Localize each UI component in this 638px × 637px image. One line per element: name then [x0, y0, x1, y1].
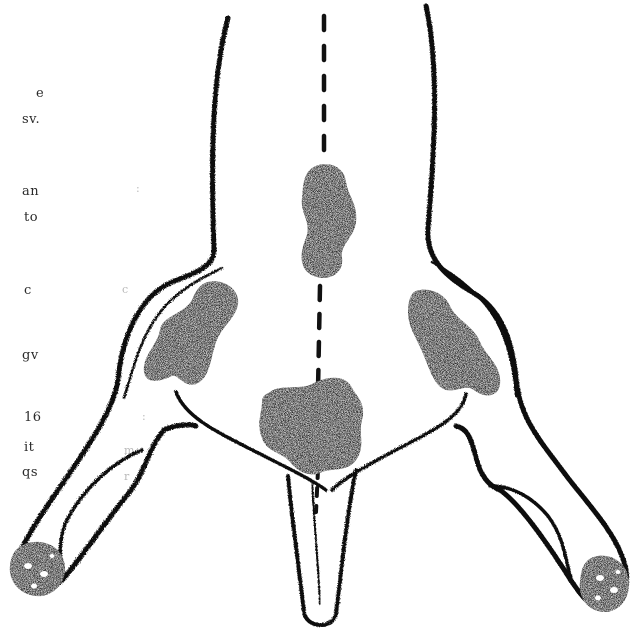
left-paw — [10, 542, 65, 596]
left-flank-blotch — [144, 281, 238, 385]
upper-midline-blotch — [302, 164, 357, 278]
dashed-midline-lower — [316, 470, 318, 512]
tail-outline — [288, 470, 356, 625]
body-outline-right — [426, 6, 626, 609]
tail-inner-line — [312, 482, 320, 604]
dashed-midline-middle — [318, 286, 320, 390]
right-leg-inner-contour — [490, 486, 572, 582]
right-paw — [580, 556, 629, 612]
